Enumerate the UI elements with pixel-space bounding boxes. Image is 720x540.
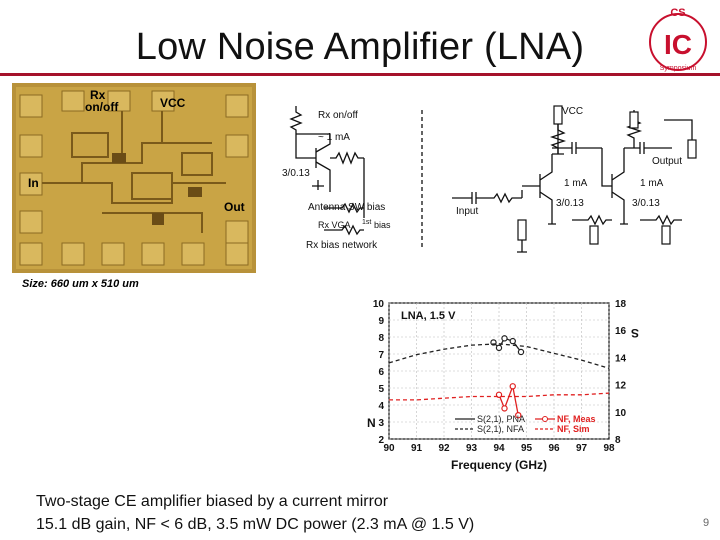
caption-line-2: 15.1 dB gain, NF < 6 dB, 3.5 mW DC power… xyxy=(36,516,475,533)
left-tick-label: 8 xyxy=(378,333,384,344)
schem-antenna-bias: Antenna SW bias xyxy=(308,202,385,213)
schem-bias-word: bias xyxy=(374,220,391,230)
series-point-0 xyxy=(517,348,525,356)
left-tick-label: 6 xyxy=(378,367,384,378)
left-tick-label: 2 xyxy=(378,435,384,446)
legend-label-nf-meas: NF, Meas xyxy=(557,414,596,424)
chart-series xyxy=(388,335,610,419)
chip-label-in: In xyxy=(28,176,39,190)
schem-mirror-size: 3/0.13 xyxy=(282,168,310,179)
x-tick-label: 90 xyxy=(383,443,395,454)
series-point-0 xyxy=(501,335,508,342)
schem-rx-vga: Rx VGA xyxy=(318,220,351,230)
chip-label-onoff: on/off xyxy=(85,100,119,114)
series-point-0 xyxy=(495,344,503,352)
chip-devices xyxy=(112,153,202,225)
series-point-2 xyxy=(501,405,508,412)
schem-stage2-current: 1 mA xyxy=(640,178,664,189)
x-tick-label: 96 xyxy=(548,443,560,454)
chart-x-ticks: 90 91 92 93 94 95 96 97 98 xyxy=(383,443,615,454)
chart-right-axis-label: S xyxy=(631,326,639,340)
left-tick-label: 4 xyxy=(378,401,384,412)
series-point-0 xyxy=(509,337,516,345)
slide-caption: Two-stage CE amplifier biased by a curre… xyxy=(36,490,474,536)
right-tick-label: 12 xyxy=(615,381,627,392)
schematic-wires xyxy=(289,106,693,253)
left-tick-label: 5 xyxy=(378,384,384,395)
chart-grid xyxy=(388,302,610,440)
schem-input: Input xyxy=(456,206,478,217)
slide-number: 9 xyxy=(703,517,710,529)
x-tick-label: 93 xyxy=(466,443,478,454)
chip-label-rx: Rx xyxy=(90,88,106,102)
chart-left-ticks: 2 3 4 5 6 7 8 9 10 xyxy=(373,299,385,446)
schem-current-ref: ~ 1 mA xyxy=(318,132,350,143)
right-tick-label: 18 xyxy=(615,299,627,310)
schem-stage1-current: 1 mA xyxy=(564,178,588,189)
series-point-2 xyxy=(509,383,516,390)
title-rule xyxy=(0,73,720,76)
schem-stage1-size: 3/0.13 xyxy=(556,198,584,209)
series-line-1 xyxy=(388,343,610,369)
x-tick-label: 95 xyxy=(521,443,533,454)
chip-size-caption: Size: 660 um x 510 um xyxy=(22,278,139,290)
left-tick-label: 3 xyxy=(378,418,384,429)
chip-label-out: Out xyxy=(224,200,245,214)
right-tick-label: 14 xyxy=(615,353,627,364)
chart-left-axis-label: N xyxy=(367,416,376,430)
legend-label-nf-sim: NF, Sim xyxy=(557,424,590,434)
x-tick-label: 94 xyxy=(493,443,505,454)
schem-vcc: VCC xyxy=(562,106,583,117)
chip-pads xyxy=(19,90,249,266)
right-tick-label: 8 xyxy=(615,435,621,446)
legend-label-pna: S(2,1), PNA xyxy=(477,414,525,424)
schem-first-sup: 1st xyxy=(362,219,371,226)
slide-title: Low Noise Amplifier (LNA) xyxy=(135,26,585,68)
left-tick-label: 7 xyxy=(378,350,384,361)
schem-bias-network: Rx bias network xyxy=(306,240,378,251)
x-tick-label: 92 xyxy=(438,443,450,454)
logo-cs: CS xyxy=(670,7,685,19)
chart-xlabel: Frequency (GHz) xyxy=(451,458,547,472)
left-tick-label: 10 xyxy=(373,299,385,310)
caption-line-1: Two-stage CE amplifier biased by a curre… xyxy=(36,493,389,510)
chart-right-ticks: 8 10 12 14 16 18 xyxy=(615,299,627,446)
right-tick-label: 10 xyxy=(615,408,627,419)
lna-schematic: Rx on/off VCC ~ 1 mA 3/0.13 Antenna SW b… xyxy=(282,105,697,253)
chip-label-vcc: VCC xyxy=(160,96,186,110)
left-tick-label: 9 xyxy=(378,316,384,327)
x-tick-label: 97 xyxy=(576,443,588,454)
csics-logo: CS IC Symposium xyxy=(649,7,707,72)
schem-stage2-size: 3/0.13 xyxy=(632,198,660,209)
chip-die xyxy=(16,87,252,269)
logo-ic: IC xyxy=(664,29,692,60)
schem-rx-onoff: Rx on/off xyxy=(318,110,358,121)
chart-legend: S(2,1), PNA S(2,1), NFA NF, Meas NF, Sim xyxy=(455,414,596,434)
logo-ring-text: Symposium xyxy=(660,65,697,72)
x-tick-label: 98 xyxy=(603,443,615,454)
legend-marker-nf-meas xyxy=(542,416,548,422)
chart-annotation: LNA, 1.5 V xyxy=(401,310,456,322)
schem-output: Output xyxy=(652,156,682,167)
schematic-blocks xyxy=(517,105,697,245)
chip-routing xyxy=(42,111,226,233)
right-tick-label: 16 xyxy=(615,326,627,337)
logo-ring xyxy=(649,13,707,71)
chip-micrograph: Rx on/off VCC In Out xyxy=(12,83,256,273)
series-line-3 xyxy=(389,392,610,401)
series-line-2 xyxy=(498,383,519,416)
series-point-2 xyxy=(515,411,522,419)
x-tick-label: 91 xyxy=(411,443,423,454)
legend-label-nfa: S(2,1), NFA xyxy=(477,424,524,434)
